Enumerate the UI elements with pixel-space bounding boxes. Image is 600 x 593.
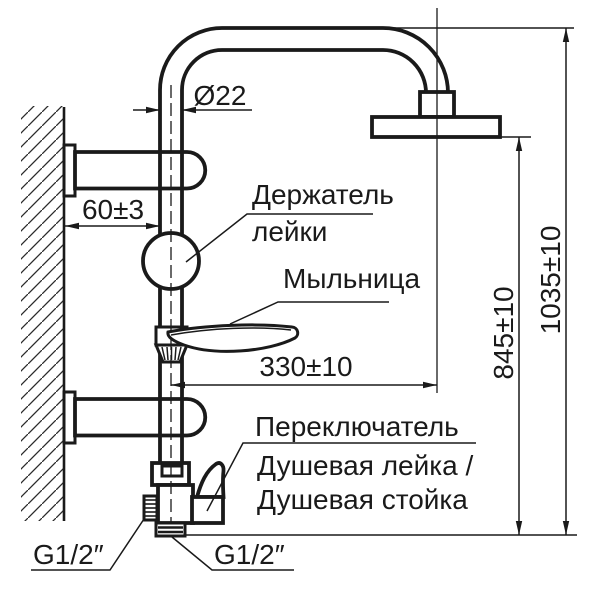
- wall-bracket-lower: [62, 390, 208, 445]
- label-thread-side: G1/2″: [31, 518, 145, 571]
- label-thread-side-text: G1/2″: [33, 539, 104, 570]
- pipe-inner-edge: [180, 48, 428, 463]
- dim-pipe-diameter-text: Ø22: [194, 80, 247, 111]
- dim-head-height-text: 845±10: [488, 286, 519, 379]
- shower-head: [370, 90, 502, 139]
- wall-bracket-upper: [62, 143, 208, 198]
- arrowhead: [562, 28, 570, 42]
- dim-dish-to-head-text: 330±10: [259, 351, 352, 382]
- wall: [21, 106, 66, 521]
- label-handset-holder-line1: Держатель: [252, 179, 394, 210]
- valve-body: [156, 483, 195, 525]
- arrowhead: [182, 106, 196, 114]
- label-thread-bottom-text: G1/2″: [214, 539, 285, 570]
- dim-total-height-text: 1035±10: [535, 226, 566, 335]
- dim-pipe-diameter: Ø22: [133, 80, 252, 114]
- label-handset-holder-line2: лейки: [252, 216, 327, 247]
- arrowhead: [423, 381, 437, 389]
- dim-bracket-offset: 60±3: [65, 194, 160, 230]
- dim-dish-to-head: 330±10: [171, 351, 437, 389]
- leader-line: [31, 518, 145, 571]
- leader-line: [206, 442, 476, 512]
- diverter-valve: [142, 461, 226, 538]
- label-diverter-line3: Душевая стойка: [257, 484, 468, 515]
- arrowhead: [146, 222, 160, 230]
- label-diverter-line2: Душевая лейка /: [257, 450, 473, 481]
- leader-line: [171, 536, 294, 571]
- label-diverter: Переключатель Душевая лейка / Душевая ст…: [206, 411, 476, 515]
- arrowhead: [146, 106, 160, 114]
- bracket-arm: [73, 150, 208, 191]
- side-thread: [142, 494, 159, 522]
- label-handset-holder: Держатель лейки: [185, 179, 394, 263]
- label-soap-dish-text: Мыльница: [283, 263, 421, 294]
- leader-line: [185, 213, 373, 263]
- arrowhead: [65, 222, 79, 230]
- head-disc: [370, 115, 502, 139]
- wall-hatching: [21, 106, 64, 521]
- label-thread-bottom: G1/2″: [171, 536, 294, 571]
- dim-head-height: 845±10: [488, 136, 531, 535]
- label-soap-dish: Мыльница: [229, 263, 421, 325]
- arrowhead: [562, 521, 570, 535]
- arrowhead: [171, 381, 185, 389]
- valve-collar: [160, 464, 184, 478]
- diverter-lever: [194, 461, 226, 499]
- dim-bracket-offset-text: 60±3: [82, 194, 144, 225]
- dim-total-height: 1035±10: [535, 28, 570, 535]
- bottom-outlet: [154, 521, 187, 538]
- soap-dish-rim: [170, 327, 292, 336]
- label-diverter-line1: Переключатель: [255, 411, 459, 442]
- bracket-arm: [73, 397, 208, 438]
- leader-line: [229, 301, 389, 325]
- arrowhead: [515, 521, 523, 535]
- pipe-outer-edge: [158, 26, 450, 463]
- riser-and-shower-arm: [158, 26, 574, 463]
- arrowhead: [515, 137, 523, 151]
